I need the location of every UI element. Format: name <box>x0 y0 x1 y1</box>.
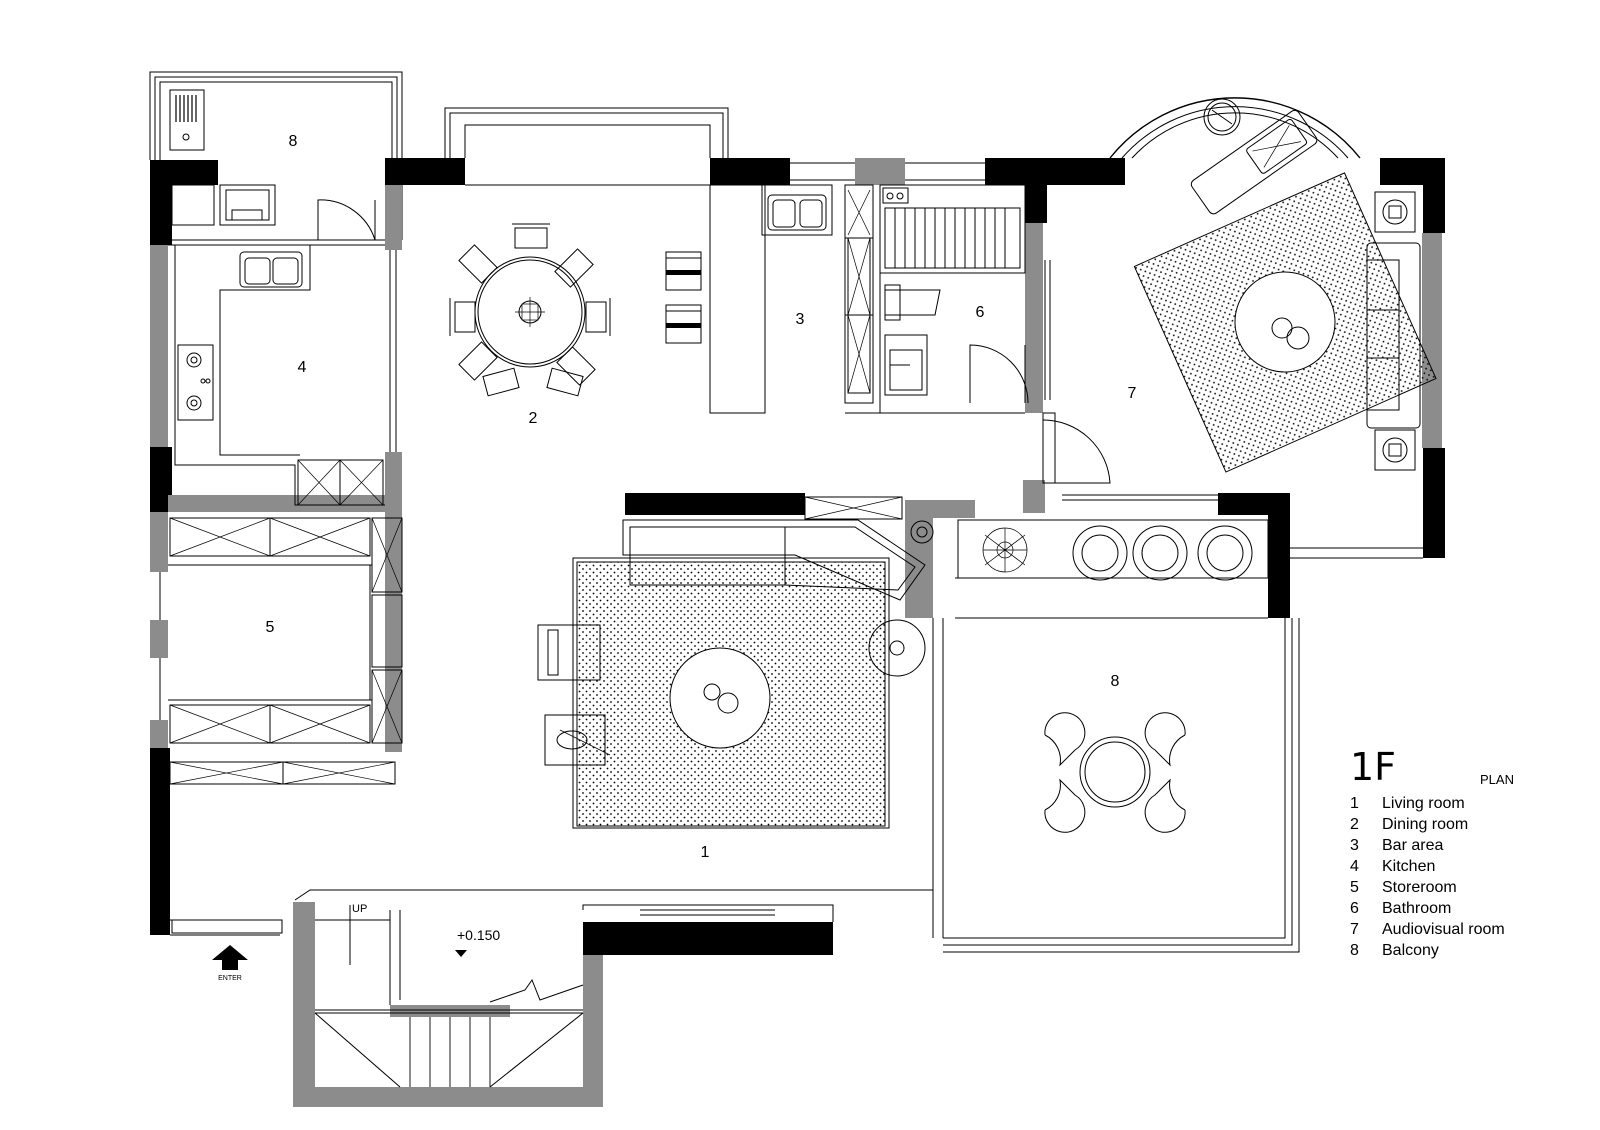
legend-item: 2 Dining room <box>1350 814 1540 835</box>
legend-item-label: Living room <box>1382 795 1465 812</box>
dining-room <box>449 223 702 397</box>
room-number-dining: 2 <box>529 410 538 427</box>
legend-item-label: Storeroom <box>1382 879 1457 896</box>
room-number-balcony-top: 8 <box>289 133 298 150</box>
legend-item: 4 Kitchen <box>1350 856 1540 877</box>
room-number-audiovisual: 7 <box>1128 385 1137 402</box>
legend-item-number: 3 <box>1350 837 1359 854</box>
bathroom <box>845 184 1029 414</box>
legend-item: 5 Storeroom <box>1350 877 1540 898</box>
legend-item-number: 1 <box>1350 795 1359 812</box>
storeroom <box>168 517 403 785</box>
legend-item: 6 Bathroom <box>1350 898 1540 919</box>
legend-item-number: 8 <box>1350 942 1359 959</box>
legend-item-label: Kitchen <box>1382 858 1436 875</box>
legend-item-number: 2 <box>1350 816 1359 833</box>
level-label: +0.150 <box>457 927 500 943</box>
stair-up-label: UP <box>352 903 367 915</box>
enter-arrow-icon <box>212 945 248 970</box>
legend-item-label: Balcony <box>1382 942 1439 959</box>
room-labels: 1 2 3 4 5 6 7 8 8 UP +0.150 ENTER <box>218 133 1136 982</box>
room-number-bar: 3 <box>796 311 805 328</box>
legend-list: 1 Living room 2 Dining room 3 Bar area 4 Kit… <box>1350 793 1540 961</box>
room-number-kitchen: 4 <box>298 359 307 376</box>
legend: 1F PLAN 1 Living room 2 Dining room 3 Bar a… <box>1350 747 1540 961</box>
enter-label: ENTER <box>218 975 242 982</box>
balcony-right <box>957 519 1269 833</box>
legend-item-label: Bathroom <box>1382 900 1452 917</box>
room-number-balcony-right: 8 <box>1111 673 1120 690</box>
audiovisual-room <box>1042 98 1437 484</box>
legend-item-number: 4 <box>1350 858 1359 875</box>
room-number-bathroom: 6 <box>976 304 985 321</box>
legend-item: 3 Bar area <box>1350 835 1540 856</box>
bar-area <box>709 184 874 414</box>
legend-item-number: 5 <box>1350 879 1359 896</box>
legend-item-label: Dining room <box>1382 816 1469 833</box>
grey-walls <box>150 158 1442 1107</box>
room-number-storeroom: 5 <box>266 619 275 636</box>
walls <box>150 158 1445 955</box>
living-room <box>537 496 934 829</box>
legend-item: 1 Living room <box>1350 793 1540 814</box>
legend-item-label: Audiovisual room <box>1382 921 1505 938</box>
kitchen <box>171 184 385 506</box>
legend-title: 1F <box>1350 745 1397 789</box>
entrance-stairs <box>171 905 584 1088</box>
balcony-top-left <box>149 71 403 240</box>
legend-item-number: 7 <box>1350 921 1359 938</box>
legend-item-label: Bar area <box>1382 837 1444 854</box>
legend-item: 8 Balcony <box>1350 940 1540 961</box>
legend-subtitle: PLAN <box>1480 772 1514 787</box>
legend-item: 7 Audiovisual room <box>1350 919 1540 940</box>
room-number-living: 1 <box>701 844 710 861</box>
legend-item-number: 6 <box>1350 900 1359 917</box>
